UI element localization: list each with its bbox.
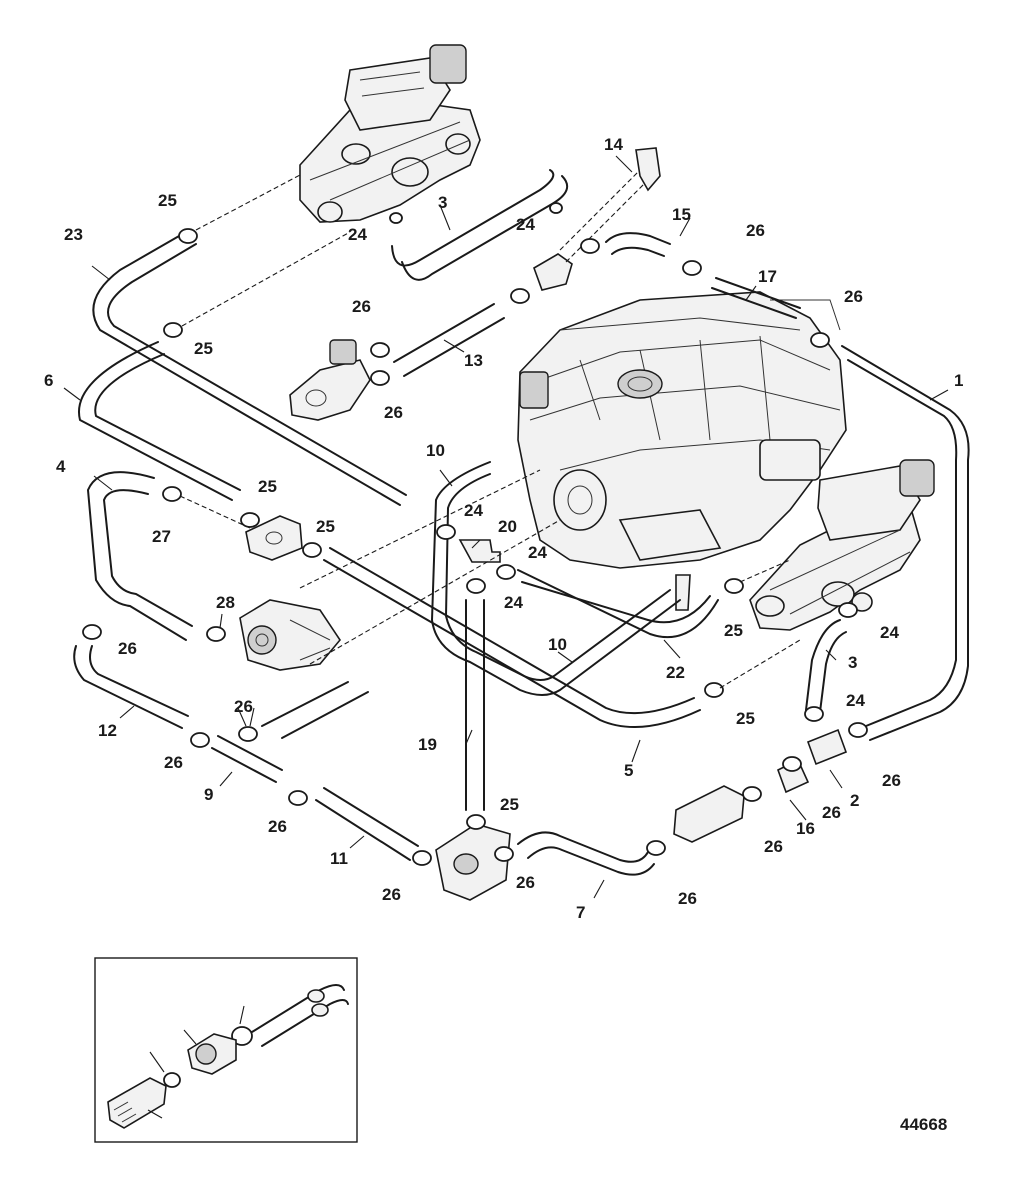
callout-16: 16 bbox=[796, 819, 815, 838]
callout-24-f: 24 bbox=[880, 623, 899, 642]
exhaust-manifold-starboard bbox=[749, 459, 935, 631]
callout-24-a: 24 bbox=[348, 225, 367, 244]
pipe-fitting-assembly bbox=[245, 515, 303, 561]
callout-25-a: 25 bbox=[158, 191, 177, 210]
callout-26-a: 26 bbox=[352, 297, 371, 316]
callout-27: 27 bbox=[152, 527, 171, 546]
callout-26-i: 26 bbox=[382, 885, 401, 904]
hose-3-top bbox=[391, 169, 555, 267]
callout-15: 15 bbox=[672, 205, 691, 224]
callout-26-b: 26 bbox=[384, 403, 403, 422]
hose-23 bbox=[92, 231, 401, 506]
callout-25-b: 25 bbox=[194, 339, 213, 358]
callout-5: 5 bbox=[624, 761, 633, 780]
callout-26-j: 26 bbox=[516, 873, 535, 892]
callout-12: 12 bbox=[98, 721, 117, 740]
figure-number: 44668 bbox=[900, 1115, 947, 1134]
hose-12 bbox=[73, 645, 183, 729]
hose-6 bbox=[78, 341, 233, 501]
fittings bbox=[435, 147, 848, 901]
callout-4: 4 bbox=[56, 457, 66, 476]
hose-15 bbox=[605, 232, 671, 245]
callout-26-e: 26 bbox=[118, 639, 137, 658]
tube-17 bbox=[711, 287, 797, 319]
callout-26-c: 26 bbox=[746, 221, 765, 240]
callout-28: 28 bbox=[216, 593, 235, 612]
hose-clamps bbox=[82, 202, 868, 866]
callout-19: 19 bbox=[418, 735, 437, 754]
callout-17: 17 bbox=[758, 267, 777, 286]
callout-24-c: 24 bbox=[464, 501, 483, 520]
circulating-water-pump bbox=[239, 599, 341, 671]
callout-23: 23 bbox=[64, 225, 83, 244]
callout-1: 1 bbox=[954, 371, 963, 390]
callout-9: 9 bbox=[204, 785, 213, 804]
hose-9 bbox=[211, 747, 277, 783]
callout-26-m: 26 bbox=[822, 803, 841, 822]
callout-26-f: 26 bbox=[234, 697, 253, 716]
hose-1 bbox=[841, 345, 970, 741]
callout-24-d: 24 bbox=[528, 543, 547, 562]
callout-6: 6 bbox=[44, 371, 53, 390]
callout-7: 7 bbox=[576, 903, 585, 922]
hose-4 bbox=[87, 471, 187, 641]
hose-22 bbox=[517, 569, 719, 639]
callout-25-d: 25 bbox=[316, 517, 335, 536]
callout-20: 20 bbox=[498, 517, 517, 536]
engine-block bbox=[517, 291, 847, 611]
callout-10-upper: 10 bbox=[426, 441, 445, 460]
callout-13: 13 bbox=[464, 351, 483, 370]
hose-11 bbox=[315, 799, 411, 861]
callout-11: 11 bbox=[330, 849, 348, 868]
callout-3-right: 3 bbox=[848, 653, 857, 672]
callout-24-b: 24 bbox=[516, 215, 535, 234]
callout-25-f: 25 bbox=[736, 709, 755, 728]
hoses bbox=[73, 169, 970, 876]
alignment-lines bbox=[179, 174, 801, 689]
callout-24-e: 24 bbox=[504, 593, 523, 612]
callout-24-g: 24 bbox=[846, 691, 865, 710]
callout-14: 14 bbox=[604, 135, 623, 154]
inset-detail bbox=[94, 957, 358, 1143]
callouts: 1 2 3 3 4 5 6 7 8 9 10 10 11 12 13 14 15… bbox=[44, 135, 963, 1134]
hose-5 bbox=[323, 559, 701, 729]
callout-22: 22 bbox=[666, 663, 685, 682]
callout-10-lower: 10 bbox=[548, 635, 567, 654]
callout-25-g: 25 bbox=[500, 795, 519, 814]
callout-26-n: 26 bbox=[882, 771, 901, 790]
callout-3-top: 3 bbox=[438, 193, 447, 212]
callout-26-k: 26 bbox=[678, 889, 697, 908]
hose-7 bbox=[517, 831, 649, 863]
callout-25-e: 25 bbox=[724, 621, 743, 640]
hose-3-right bbox=[805, 619, 841, 711]
callout-26-d: 26 bbox=[844, 287, 863, 306]
callout-2: 2 bbox=[850, 791, 859, 810]
hose-10 bbox=[431, 461, 681, 696]
callout-26-g: 26 bbox=[164, 753, 183, 772]
leader-lines bbox=[63, 155, 949, 899]
exhaust-manifold-port bbox=[299, 44, 481, 223]
callout-26-h: 26 bbox=[268, 817, 287, 836]
hose-13 bbox=[393, 303, 495, 363]
callout-25-c: 25 bbox=[258, 477, 277, 496]
thermostat-housing bbox=[289, 339, 371, 421]
callout-26-l: 26 bbox=[764, 837, 783, 856]
